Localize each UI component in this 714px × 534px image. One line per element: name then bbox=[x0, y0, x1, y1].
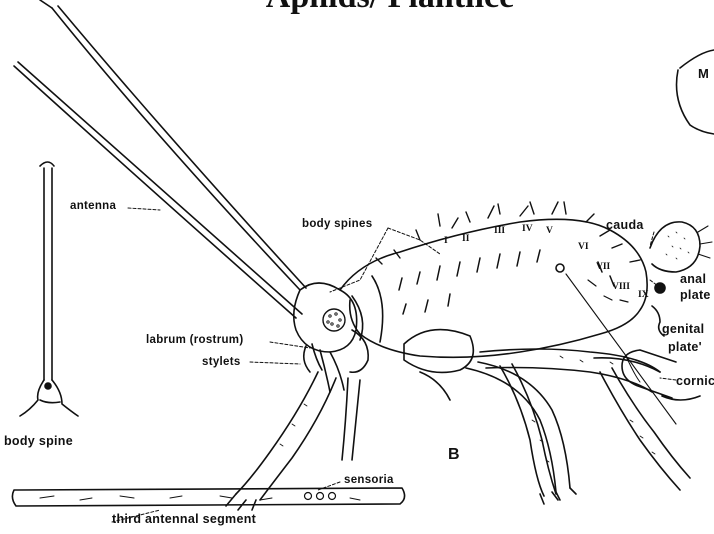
label-cauda: cauda bbox=[606, 218, 644, 232]
segment-label-4: IV bbox=[522, 224, 533, 234]
body-outline bbox=[340, 219, 647, 357]
label-labrum: labrum (rostrum) bbox=[146, 334, 243, 346]
body-surface-strokes bbox=[399, 250, 614, 314]
label-sensoria: sensoria bbox=[344, 474, 394, 486]
third-antennal-segment bbox=[12, 488, 404, 506]
label-genital: genital bbox=[662, 322, 704, 336]
antenna-upper bbox=[40, 0, 306, 290]
label-anal: anal bbox=[680, 272, 706, 286]
corner-mark: M bbox=[698, 66, 709, 81]
label-body-spine: body spine bbox=[4, 434, 73, 448]
segment-label-1: I bbox=[444, 236, 448, 246]
segment-label-9: IX bbox=[638, 290, 649, 300]
label-antenna: antenna bbox=[70, 200, 116, 212]
label-stylets: stylets bbox=[202, 356, 241, 368]
label-genital-plate: plate' bbox=[668, 340, 702, 354]
segment-label-3: III bbox=[494, 226, 505, 236]
segment-label-5: V bbox=[546, 226, 553, 236]
spiracle bbox=[556, 264, 564, 272]
thorax-segment-line bbox=[372, 276, 383, 342]
label-anal-plate: plate bbox=[680, 288, 711, 302]
antenna-lower bbox=[14, 62, 302, 318]
dorsal-spines bbox=[376, 202, 640, 264]
label-body-spines: body spines bbox=[302, 218, 372, 230]
corner-circle bbox=[677, 50, 714, 134]
stylets bbox=[304, 344, 322, 372]
figure-letter: B bbox=[448, 446, 460, 464]
head bbox=[294, 283, 357, 352]
label-cornicle: cornicle bbox=[676, 374, 714, 388]
hind-leg bbox=[480, 349, 690, 490]
label-third-antennal-segment: third antennal segment bbox=[112, 512, 256, 526]
segment-label-8: VIII bbox=[612, 282, 630, 292]
leg-hairs bbox=[280, 356, 655, 462]
segment-label-6: VI bbox=[578, 242, 589, 252]
compound-eye bbox=[323, 309, 345, 331]
segment-label-2: II bbox=[462, 234, 469, 244]
segment-label-7: VII bbox=[596, 262, 610, 272]
leader-lines bbox=[112, 208, 676, 522]
cauda bbox=[650, 222, 700, 272]
